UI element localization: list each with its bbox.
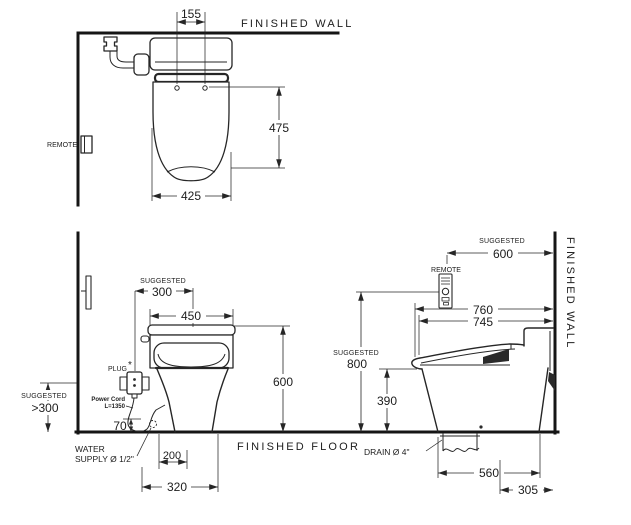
flush-lever <box>140 335 150 343</box>
toilet-side <box>411 327 555 433</box>
remote-label-side: REMOTE <box>431 267 461 274</box>
dim-600-side-text: 600 <box>493 247 513 261</box>
suggested-label-gt300: SUGGESTED <box>21 393 67 400</box>
suggested-label-300: SUGGESTED <box>140 278 186 285</box>
dim-560-text: 560 <box>479 466 499 480</box>
front-view: PLUG * Power Cord L=1350 WATER SUPPLY Ø … <box>21 231 298 494</box>
suggested-label-600: SUGGESTED <box>479 238 525 245</box>
dim-base-width: 320 <box>141 434 219 494</box>
seat-hole-right <box>202 85 208 91</box>
dim-supply-height: 70 <box>113 418 141 433</box>
dim-390-text: 390 <box>377 394 397 408</box>
toilet-plan <box>149 37 233 182</box>
dim-760-text: 760 <box>473 303 493 317</box>
power-cord-line <box>127 397 166 432</box>
dim-155-text: 155 <box>181 7 201 21</box>
dim-drain-to-wall: 305 <box>499 460 553 497</box>
dim-total-height: 600 <box>234 325 298 432</box>
dim-supply-offset: 200 <box>158 434 188 469</box>
plan-wall <box>76 31 340 207</box>
plug-asterisk: * <box>128 360 132 371</box>
remote-side <box>438 273 453 309</box>
water-inlet-fitting <box>103 36 150 76</box>
water-supply-point <box>149 420 157 428</box>
water-supply-leader <box>136 427 152 457</box>
finished-wall-label-top: FINISHED WALL <box>241 18 354 30</box>
plug-label: PLUG <box>108 366 127 373</box>
dim-200-text: 200 <box>163 450 181 462</box>
dim-body-length: 745 <box>418 315 553 355</box>
water-supply-label-2: SUPPLY Ø 1/2" <box>75 454 134 464</box>
seat-front <box>153 342 230 369</box>
dim-305-text: 305 <box>518 483 538 497</box>
water-supply-label-1: WATER <box>75 444 105 454</box>
dim-bowl-width: 425 <box>151 128 232 203</box>
dim-300-text: 300 <box>152 285 172 299</box>
dim-475-text: 475 <box>269 121 289 135</box>
power-cord-label: Power Cord <box>91 397 125 403</box>
dim-plug-offset: SUGGESTED 300 <box>134 278 194 371</box>
finished-floor-label: FINISHED FLOOR <box>237 441 360 453</box>
dim-70-text: 70 <box>113 419 127 433</box>
bowl-plan <box>152 81 230 182</box>
plug-icon <box>119 371 150 399</box>
suggested-label-800: SUGGESTED <box>333 350 379 357</box>
toilet-front <box>140 324 236 433</box>
remote-label-plan: REMOTE <box>47 142 77 149</box>
dim-plug-height: SUGGESTED >300 <box>21 382 77 432</box>
remote-plan <box>80 135 93 154</box>
plan-view: FINISHED WALL REMOTE 155 <box>47 7 354 207</box>
seat-hole-left <box>174 85 180 91</box>
dim-bowl-depth: 475 <box>209 86 293 169</box>
power-cord-length: L=1350 <box>104 404 125 410</box>
finished-wall-label-right: FINISHED WALL <box>564 237 576 350</box>
dim-drain-span: 560 <box>437 434 541 480</box>
drain-pipe <box>440 433 480 452</box>
dim-800-text: 800 <box>347 357 367 371</box>
remote-front <box>81 275 92 310</box>
drain-leader <box>425 439 443 452</box>
dim-remote-height: SUGGESTED 800 <box>333 291 439 432</box>
dim-tank-width: 450 <box>149 309 234 325</box>
tank-lid-front <box>147 324 236 336</box>
dim-425-text: 425 <box>181 189 201 203</box>
dim-rim-height: 390 <box>372 368 417 432</box>
power-cord-leader <box>125 405 134 409</box>
dim-450-text: 450 <box>181 309 201 323</box>
drain-label: DRAIN Ø 4" <box>364 447 410 457</box>
tank-plan <box>149 37 233 71</box>
dim-600-front-text: 600 <box>273 375 293 389</box>
seat-hinge-plan <box>153 72 230 84</box>
dim-320-text: 320 <box>167 480 187 494</box>
dim-total-length: 760 <box>414 303 553 357</box>
dim-hole-spacing: 155 <box>176 7 206 84</box>
seat-hinge-side <box>483 349 509 364</box>
floor: FINISHED FLOOR <box>74 430 560 453</box>
dim-gt300-text: >300 <box>31 401 58 415</box>
dim-745-text: 745 <box>473 315 493 329</box>
dim-remote-offset: SUGGESTED 600 <box>446 238 553 264</box>
side-view: FINISHED WALL DRAIN Ø 4" <box>333 231 576 497</box>
